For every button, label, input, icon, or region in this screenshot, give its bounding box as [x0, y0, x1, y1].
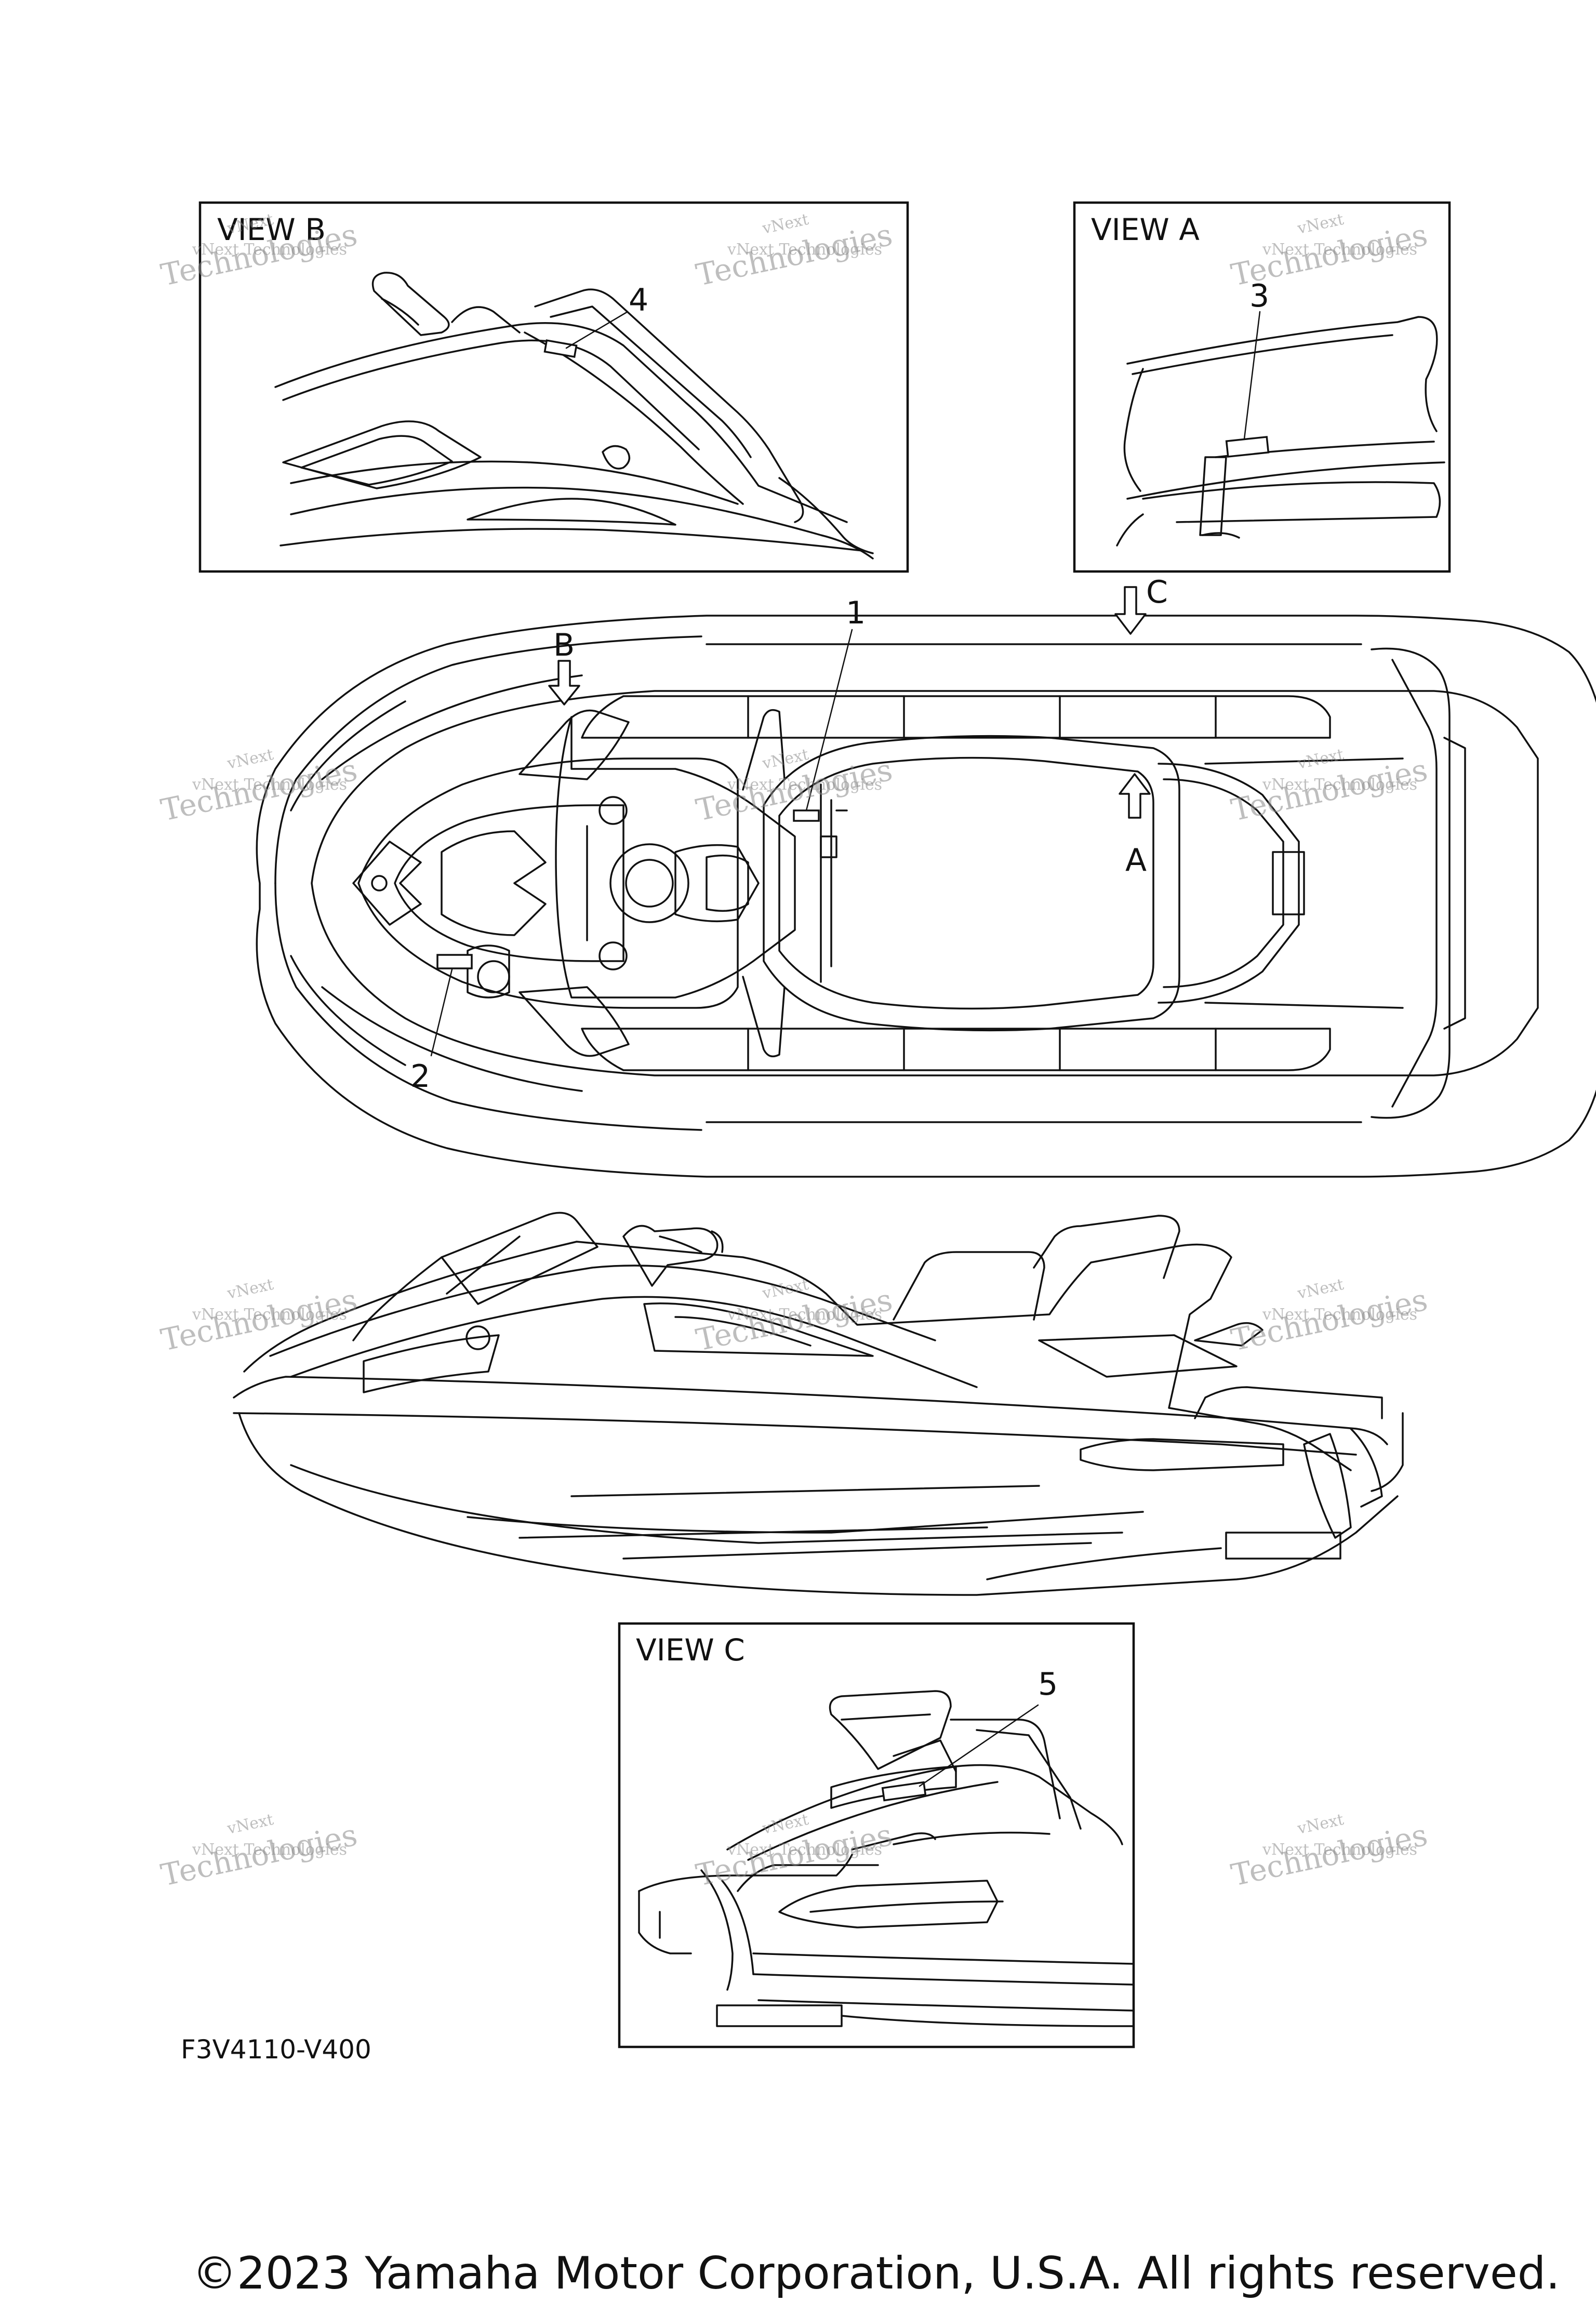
- svg-text:vNext: vNext: [225, 746, 275, 773]
- leader-3: [1243, 311, 1261, 440]
- watermark: vNext vNext Technologies Technologies: [693, 1275, 896, 1358]
- svg-text:vNext Technologies: vNext Technologies: [1262, 1841, 1417, 1859]
- svg-text:vNext: vNext: [760, 210, 810, 238]
- watermark: vNext vNext Technologies Technologies: [1228, 210, 1431, 293]
- view-a-drawing: [1116, 316, 1445, 547]
- svg-text:vNext: vNext: [760, 1275, 810, 1303]
- view-a-title: VIEW A: [1091, 212, 1200, 247]
- leader-1: [805, 629, 853, 811]
- svg-text:vNext: vNext: [225, 1275, 275, 1303]
- svg-text:vNext: vNext: [760, 746, 810, 773]
- watermark: vNext vNext Technologies Technologies: [158, 1275, 361, 1358]
- watermark: vNext vNext Technologies Technologies: [1228, 746, 1431, 828]
- view-c-drawing: [638, 1690, 1134, 2027]
- leader-5: [919, 1704, 1039, 1787]
- view-arrow-a: A: [1119, 773, 1151, 879]
- view-b-drawing: [274, 272, 874, 560]
- svg-text:vNext Technologies: vNext Technologies: [192, 1841, 347, 1859]
- callout-3: 3: [1249, 278, 1269, 314]
- watermark: vNext vNext Technologies Technologies: [158, 210, 361, 293]
- svg-text:vNext Technologies: vNext Technologies: [727, 776, 882, 794]
- decal-5: [881, 1781, 927, 1802]
- watermark: vNext vNext Technologies Technologies: [158, 1811, 361, 1893]
- arrow-c-label: C: [1146, 574, 1168, 610]
- view-c-title: VIEW C: [636, 1632, 745, 1668]
- view-arrow-b: B: [548, 627, 580, 706]
- view-c-inset: VIEW C: [618, 1622, 1135, 2048]
- svg-text:vNext Technologies: vNext Technologies: [192, 241, 347, 259]
- view-b-frame: [198, 201, 909, 573]
- arrow-b-label: B: [553, 627, 575, 663]
- svg-text:vNext Technologies: vNext Technologies: [1262, 776, 1417, 794]
- svg-text:vNext: vNext: [1295, 746, 1345, 773]
- svg-text:vNext: vNext: [1295, 1811, 1345, 1838]
- leader-2: [430, 968, 453, 1057]
- callout-2: 2: [410, 1058, 430, 1095]
- leader-4: [565, 311, 629, 349]
- view-b-inset: VIEW B 4: [198, 201, 909, 573]
- arrow-a-label: A: [1125, 842, 1147, 879]
- view-b-title: VIEW B: [217, 212, 326, 247]
- decal-3: [1225, 436, 1270, 458]
- svg-text:vNext: vNext: [1295, 210, 1345, 238]
- view-a-inset: VIEW A 3: [1073, 201, 1451, 573]
- side-view-drawing: [233, 1212, 1404, 1596]
- svg-text:vNext Technologies: vNext Technologies: [1262, 241, 1417, 259]
- callout-5: 5: [1038, 1666, 1058, 1702]
- watermark: vNext vNext Technologies Technologies: [693, 1811, 896, 1893]
- svg-text:vNext Technologies: vNext Technologies: [192, 776, 347, 794]
- callout-1: 1: [846, 595, 866, 631]
- decal-1: [793, 809, 820, 822]
- svg-text:vNext Technologies: vNext Technologies: [1262, 1306, 1417, 1324]
- svg-text:vNext Technologies: vNext Technologies: [727, 241, 882, 259]
- copyright-notice: ©2023 Yamaha Motor Corporation, U.S.A. A…: [192, 2247, 1560, 2299]
- svg-text:vNext: vNext: [225, 1811, 275, 1838]
- svg-text:vNext Technologies: vNext Technologies: [192, 1306, 347, 1324]
- view-c-frame: [618, 1622, 1135, 2048]
- svg-text:vNext: vNext: [760, 1811, 810, 1838]
- callout-4: 4: [629, 282, 648, 318]
- watermark: vNext vNext Technologies Technologies: [1228, 1811, 1431, 1893]
- top-view-drawing: [256, 615, 1596, 1178]
- watermark: vNext vNext Technologies Technologies: [693, 210, 896, 293]
- svg-text:vNext Technologies: vNext Technologies: [727, 1841, 882, 1859]
- view-a-frame: [1073, 201, 1451, 573]
- watermarks: vNext vNext Technologies Technologies vN…: [158, 210, 1431, 1893]
- svg-text:vNext Technologies: vNext Technologies: [727, 1306, 882, 1324]
- decal-2: [436, 954, 473, 969]
- svg-text:vNext: vNext: [1295, 1275, 1345, 1303]
- part-code: F3V4110-V400: [181, 2034, 371, 2065]
- watermark: vNext vNext Technologies Technologies: [1228, 1275, 1431, 1358]
- decal-4: [543, 339, 578, 358]
- view-arrow-c: C: [1114, 574, 1168, 635]
